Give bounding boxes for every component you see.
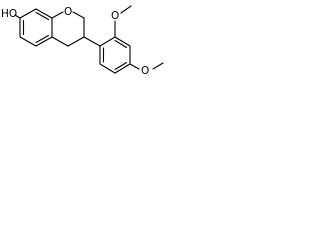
bond-hydroxyl bbox=[14, 14, 21, 19]
right-benzene-ring bbox=[99, 36, 131, 74]
bond-c5-c6 bbox=[19, 36, 37, 47]
bond-o-methyl-para bbox=[152, 62, 164, 70]
bond-r4-r5 bbox=[114, 63, 131, 74]
pyran-ring bbox=[51, 11, 85, 47]
para-methoxy-oxygen-label: O bbox=[141, 65, 149, 77]
double-bond-inner-2 bbox=[35, 34, 50, 44]
left-benzene-ring bbox=[19, 8, 53, 47]
double-bond-inner-1 bbox=[35, 11, 50, 21]
bond-c4p-c4 bbox=[51, 36, 69, 47]
bond-o-methyl-ortho bbox=[120, 5, 132, 14]
bond-r1-r2 bbox=[99, 36, 116, 47]
bond-c3p-c4p bbox=[67, 36, 85, 47]
ortho-methoxy bbox=[114, 5, 132, 38]
bond-r4-o bbox=[129, 63, 140, 70]
bond-c4-c5 bbox=[35, 36, 53, 47]
bond-r2-r3 bbox=[114, 36, 131, 47]
hydroxyl-label: HO bbox=[1, 8, 17, 20]
bond-r5-r6 bbox=[99, 63, 116, 74]
para-methoxy bbox=[129, 62, 164, 70]
double-bond-inner-r2 bbox=[114, 61, 128, 71]
bond-c1-c2 bbox=[19, 8, 37, 19]
ring-oxygen-label: O bbox=[64, 6, 72, 18]
chemical-structure-diagram: HO O O O bbox=[1, 5, 164, 77]
bond-c2-c3 bbox=[35, 8, 53, 19]
bond-to-aryl bbox=[83, 36, 101, 47]
ortho-methoxy-oxygen-label: O bbox=[111, 10, 119, 22]
bond-c3-o1 bbox=[51, 11, 64, 19]
bond-o1-c2p bbox=[72, 11, 85, 19]
double-bond-inner-r1 bbox=[114, 39, 128, 49]
